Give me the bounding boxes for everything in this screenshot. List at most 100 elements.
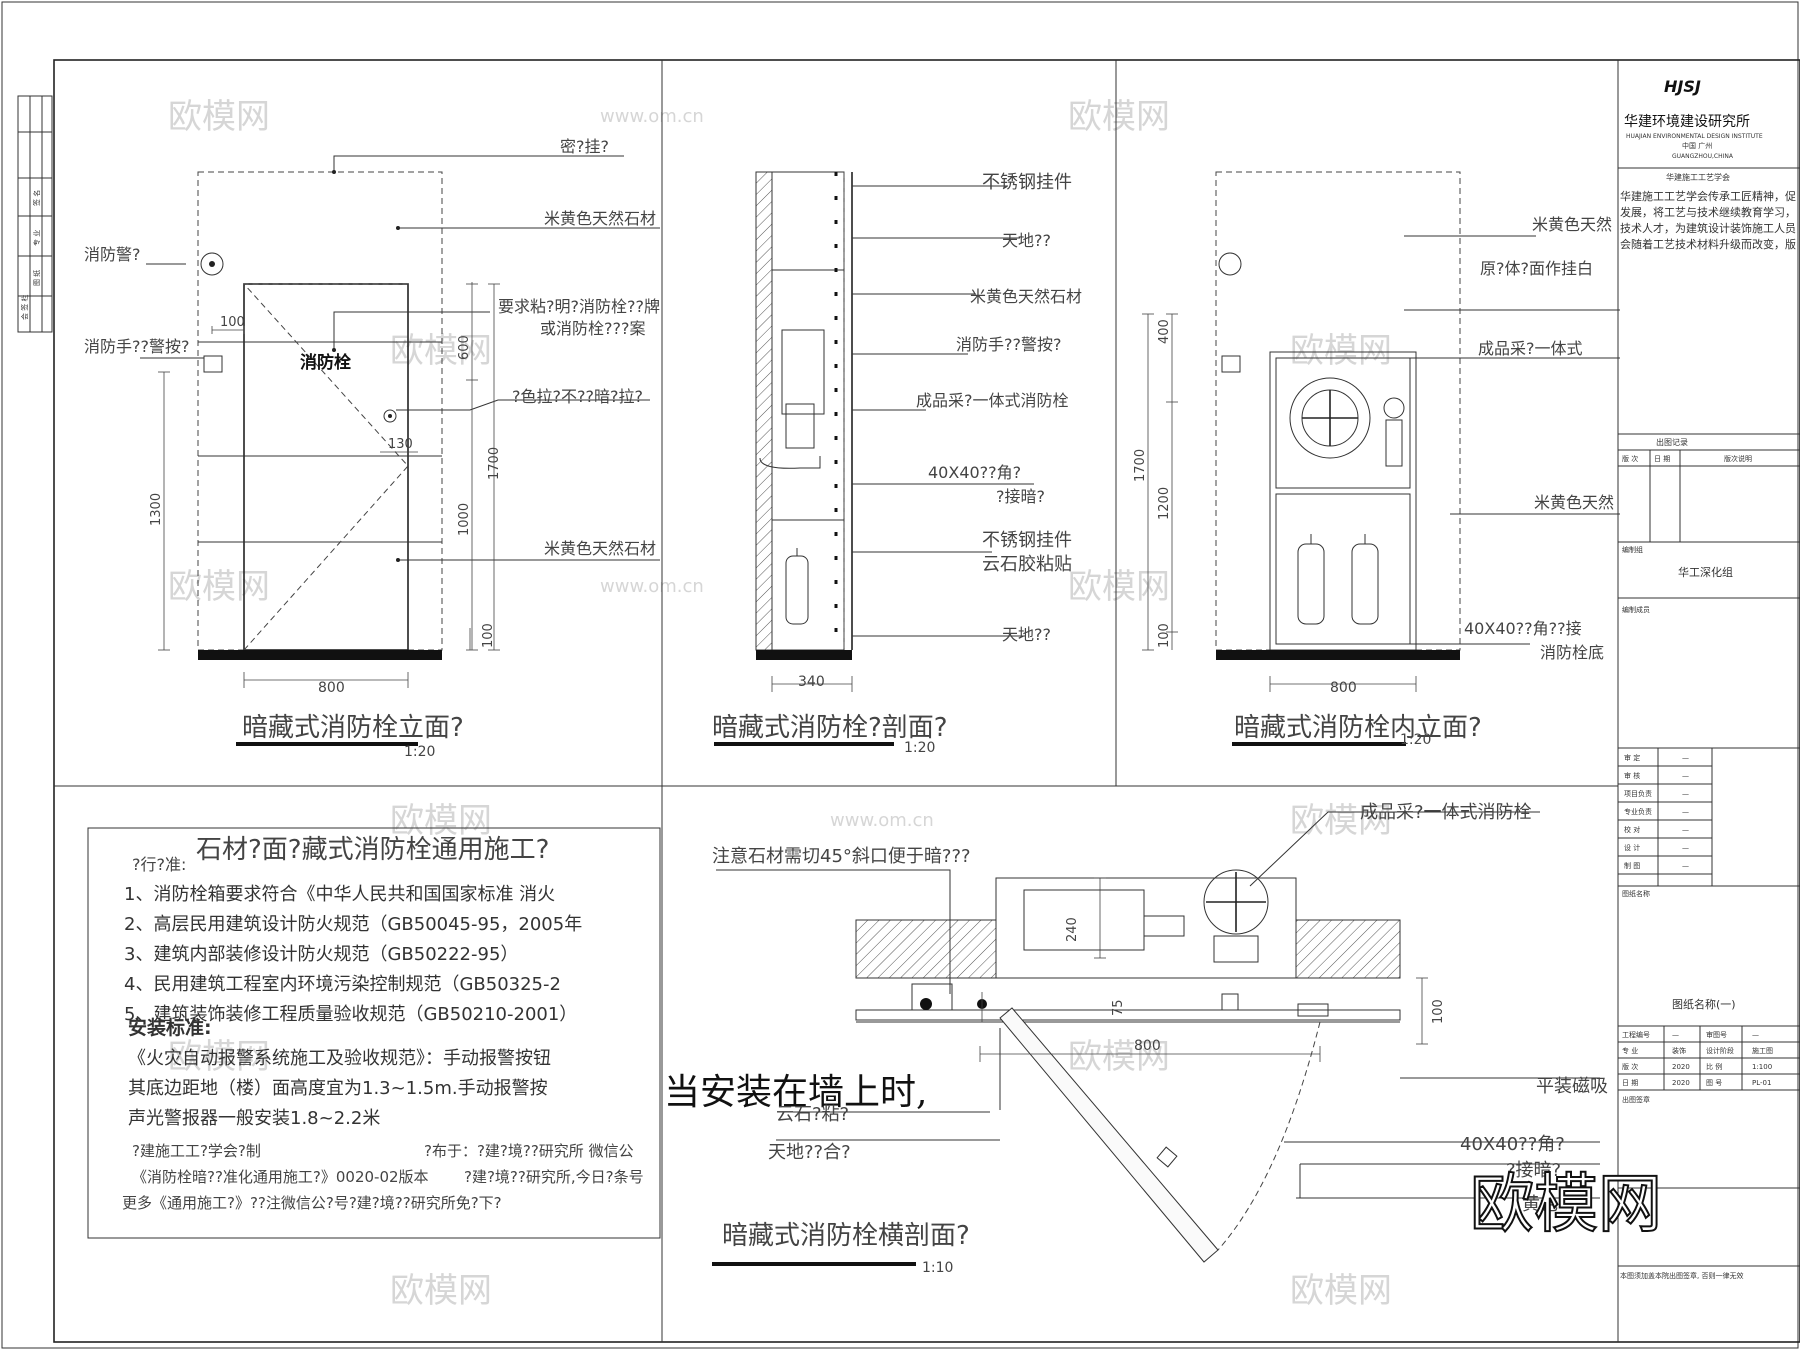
label: 消防栓 bbox=[300, 352, 351, 373]
dimension: 1700 bbox=[1133, 449, 1148, 482]
wall-hatch bbox=[755, 171, 773, 651]
label: ?接暗? bbox=[1506, 1160, 1561, 1181]
label: 天地?? bbox=[1002, 625, 1051, 644]
floor-slab bbox=[198, 650, 442, 660]
left-margin-table: 会 签 栏 图 纸 专 业 签 名 bbox=[17, 95, 53, 333]
role-value: — bbox=[1682, 826, 1689, 834]
view-inner-elevation-text: 米黄色天然 原?体?面作挂白 成品采?一体式 米黄色天然 40X40??角??接… bbox=[1133, 215, 1614, 748]
label: ?色拉?不??暗?拉? bbox=[512, 387, 643, 406]
inner-border bbox=[53, 59, 1800, 1343]
extinguisher-icon bbox=[785, 555, 809, 625]
role-label: 审 核 bbox=[1624, 771, 1640, 780]
watermark: 欧模网 bbox=[390, 801, 492, 841]
info-cell: 2020 bbox=[1672, 1079, 1690, 1087]
label: 米黄色天然石材 bbox=[970, 287, 1082, 306]
label: 注意石材需切45°斜口便于暗??? bbox=[712, 846, 971, 867]
floor-slab bbox=[756, 650, 852, 660]
watermark: www.om.cn bbox=[830, 810, 934, 831]
dimension: 100 bbox=[1157, 623, 1172, 648]
intro-line: 会随着工艺技术材料升级而改变，版 bbox=[1620, 237, 1796, 251]
label: 不锈钢挂件 bbox=[982, 530, 1072, 551]
label: 成品采?一体式消防栓 bbox=[916, 391, 1069, 410]
label: ?接暗? bbox=[996, 487, 1045, 506]
wall-hatch bbox=[1295, 919, 1401, 979]
dimension: 240 bbox=[1065, 917, 1080, 942]
footer-line: ?建?境??研究所,今日?条号 bbox=[464, 1168, 644, 1186]
hose-reel-icon bbox=[1203, 869, 1269, 935]
view-title: 暗藏式消防栓横剖面? bbox=[722, 1221, 970, 1251]
wall-hatch bbox=[855, 919, 997, 979]
view-plan-section-text: 成品采?一体式消防栓 注意石材需切45°斜口便于暗??? 平装磁吸 云石?粘? … bbox=[712, 802, 1608, 1276]
stamp-label: 出图签章 bbox=[1622, 1095, 1650, 1104]
intro-line: 发展，将工艺与技术继续教育学习， bbox=[1620, 205, 1796, 219]
info-cell: 审图号 bbox=[1706, 1030, 1727, 1039]
info-cell: 版 次 bbox=[1622, 1062, 1638, 1071]
view-title: 暗藏式消防栓?剖面? bbox=[712, 713, 948, 743]
info-cell: 日 期 bbox=[1622, 1079, 1638, 1087]
label: 米黄色天然石材 bbox=[544, 539, 656, 558]
spec-line: 5、建筑装饰装修工程质量验收规范（GB50210-2001） bbox=[124, 1004, 577, 1025]
info-cell: 专 业 bbox=[1622, 1046, 1638, 1055]
compiler-value: 华工深化组 bbox=[1678, 565, 1733, 579]
role-value: — bbox=[1682, 790, 1689, 798]
society-name: 华建施工工艺学会 bbox=[1666, 172, 1730, 182]
label: 或消防栓???案 bbox=[540, 319, 645, 338]
info-cell: 2020 bbox=[1672, 1063, 1690, 1071]
hose-reel-icon bbox=[1289, 377, 1371, 459]
view-title: 暗藏式消防栓内立面? bbox=[1234, 713, 1482, 743]
margin-label: 图 纸 bbox=[32, 270, 41, 286]
dimension: 800 bbox=[1330, 680, 1357, 696]
view-scale: 1:20 bbox=[1400, 732, 1431, 748]
stone-outline bbox=[1215, 171, 1461, 651]
label: 40X40??角? bbox=[1460, 1134, 1565, 1155]
members-label: 编制成员 bbox=[1622, 605, 1650, 614]
label: 米黄色天然 bbox=[1532, 215, 1612, 234]
overlay-text: 当安装在墙上时, bbox=[664, 1072, 927, 1113]
view-scale: 1:20 bbox=[904, 740, 935, 756]
dimension: 1200 bbox=[1157, 487, 1172, 520]
notes-heading: 安装标准: bbox=[128, 1016, 212, 1039]
dimension: 800 bbox=[318, 680, 345, 696]
notes-heading: ?行?准: bbox=[132, 855, 186, 874]
info-cell: — bbox=[1752, 1031, 1759, 1039]
cabinet-plan bbox=[995, 877, 1297, 979]
spec-line: 1、消防栓箱要求符合《中华人民共和国国家标准 消火 bbox=[124, 884, 555, 905]
label: 黄色 bbox=[1522, 1194, 1558, 1215]
dimension: 600 bbox=[457, 335, 472, 360]
role-label: 审 定 bbox=[1624, 753, 1640, 762]
dimension: 340 bbox=[798, 674, 825, 690]
view-section bbox=[755, 171, 1034, 692]
extinguisher-icon bbox=[1351, 543, 1379, 625]
label: 消防手??警按? bbox=[84, 337, 189, 356]
location: 中国 广州 bbox=[1682, 141, 1712, 150]
role-value: — bbox=[1682, 754, 1689, 762]
label: 天地?? bbox=[1002, 231, 1051, 250]
brand-watermark: 欧模网 bbox=[1470, 1168, 1662, 1242]
label: 消防警? bbox=[84, 245, 141, 264]
role-label: 制 图 bbox=[1624, 861, 1640, 870]
extinguisher-icon bbox=[1297, 543, 1325, 625]
dimension: 1000 bbox=[457, 503, 472, 536]
info-cell: 图 号 bbox=[1706, 1079, 1722, 1087]
intro-line: 技术人才，为建筑设计装饰施工人员 bbox=[1620, 221, 1796, 235]
view-elevation bbox=[140, 155, 660, 688]
watermark: 欧模网 bbox=[390, 331, 492, 371]
info-cell: 1:100 bbox=[1752, 1063, 1772, 1071]
margin-label: 签 名 bbox=[32, 190, 41, 206]
install-line: 其底边距地（楼）面高度宜为1.3~1.5m.手动报警按 bbox=[128, 1078, 548, 1099]
watermark: www.om.cn bbox=[600, 106, 704, 127]
info-cell: 工程编号 bbox=[1622, 1030, 1650, 1039]
door-swing-line bbox=[242, 283, 409, 651]
view-section-text: 不锈钢挂件 天地?? 米黄色天然石材 消防手??警按? 成品采?一体式消防栓 4… bbox=[712, 172, 1082, 756]
role-value: — bbox=[1682, 772, 1689, 780]
roles-table: 审 定 — 审 核 — 项目负责 — 专业负责 — 校 对 — 设 计 — 制 … bbox=[1618, 753, 1712, 875]
org-name-en: HUAJIAN ENVIRONMENTAL DESIGN INSTITUTE bbox=[1626, 133, 1763, 140]
footer-line: 更多《通用施工?》??注微信公?号?建?境??研究所免?下? bbox=[122, 1194, 502, 1212]
info-cell: 比 例 bbox=[1706, 1062, 1722, 1071]
role-value: — bbox=[1682, 808, 1689, 816]
hose-reel-side bbox=[781, 329, 825, 415]
watermark-layer: 欧模网 www.om.cn 欧模网 欧模网 欧模网 欧模网 www.om.cn … bbox=[168, 97, 1392, 1311]
spec-line: 2、高层民用建筑设计防火规范（GB50045-95，2005年 bbox=[124, 914, 582, 935]
role-label: 校 对 bbox=[1624, 825, 1640, 834]
